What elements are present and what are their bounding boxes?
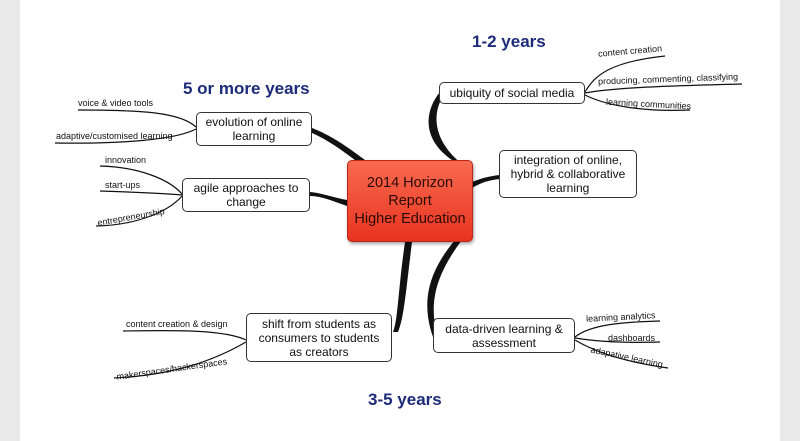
leaf-innovation: innovation <box>105 155 147 165</box>
leaf-line-adaptive-learning <box>574 339 669 369</box>
leaf-voice-video-tools: voice & video tools <box>78 98 154 108</box>
node-data-driven-learning: data-driven learning & assessment <box>433 318 575 353</box>
leaf-line-content-creation <box>584 55 666 93</box>
branch-connector-social-media <box>428 92 462 164</box>
leaf-line-dashboards <box>574 337 661 343</box>
leaf-dashboards: dashboards <box>608 333 656 343</box>
leaf-line-entrepreneurship <box>95 195 183 227</box>
leaf-line-learning-communities <box>584 94 691 111</box>
heading-1-2-years: 1-2 years <box>472 32 546 51</box>
leaf-line-learning-analytics <box>574 320 661 338</box>
leaf-line-content-creation-design <box>122 329 247 341</box>
leaf-line-makerspaces <box>113 341 247 379</box>
heading-5-or-more-years: 5 or more years <box>183 79 310 98</box>
node-shift-students-to-creators: shift from students as consumers to stud… <box>246 313 392 362</box>
node-agile-approaches: agile approaches to change <box>182 178 310 212</box>
leaf-content-creation-design: content creation & design <box>126 319 228 329</box>
branch-connector-agile <box>310 192 347 206</box>
central-topic-line-1: 2014 Horizon <box>366 175 454 191</box>
leaf-line-voice-video <box>77 109 197 128</box>
leaf-start-ups: start-ups <box>105 180 141 190</box>
leaf-line-innovation <box>99 165 183 195</box>
branch-connector-shift <box>393 242 412 332</box>
right-border-stripe <box>780 0 800 441</box>
node-ubiquity-of-social-media: ubiquity of social media <box>439 82 585 104</box>
leaf-adaptive-customised-learning: adaptive/customised learning <box>56 131 173 141</box>
central-topic-node: 2014 Horizon Report Higher Education <box>347 160 473 242</box>
central-topic-line-2: Report <box>388 193 432 209</box>
branch-connector-integration <box>472 175 500 188</box>
node-integration-of-online-learning: integration of online, hybrid & collabor… <box>499 150 637 198</box>
node-evolution-of-online-learning: evolution of online learning <box>196 112 312 146</box>
branch-connector-data-driven <box>427 240 462 337</box>
left-border-stripe <box>0 0 20 441</box>
leaf-line-start-ups <box>99 190 183 196</box>
heading-3-5-years: 3-5 years <box>368 390 442 409</box>
leaf-line-producing <box>584 83 743 94</box>
central-topic-line-3: Higher Education <box>354 211 466 227</box>
branch-connector-evolution <box>310 128 365 164</box>
leaf-line-adaptive-customised <box>54 128 197 144</box>
